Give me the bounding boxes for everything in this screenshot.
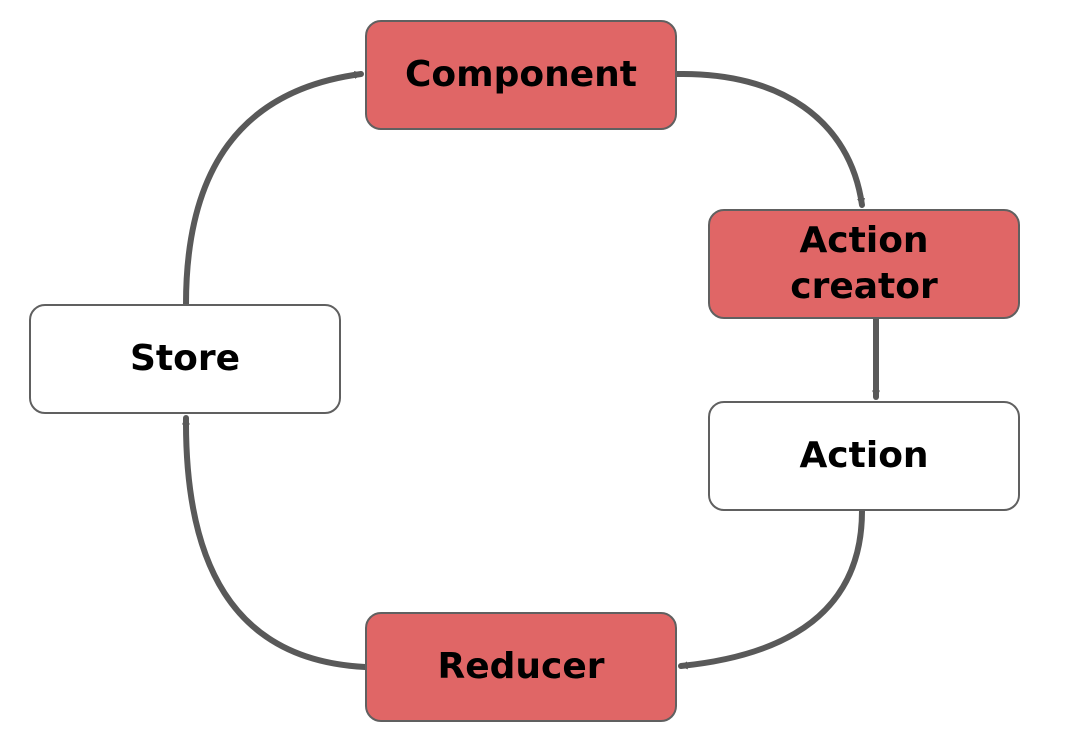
action-label: Action <box>799 435 929 476</box>
arrow-store-to-component <box>183 70 364 307</box>
arrow-component-to-action-creator <box>674 70 866 208</box>
store-label: Store <box>129 338 241 379</box>
reducer-node: Reducer <box>365 612 677 722</box>
reducer-label: Reducer <box>437 646 605 687</box>
arrow-action-to-reducer <box>678 508 865 670</box>
action-creator-label: Action creator <box>790 220 938 307</box>
component-node: Component <box>365 20 677 130</box>
component-label: Component <box>404 54 638 95</box>
action-creator-node: Action creator <box>708 209 1020 319</box>
action-node: Action <box>708 401 1020 511</box>
store-node: Store <box>29 304 341 414</box>
arrow-reducer-to-store <box>181 415 368 670</box>
